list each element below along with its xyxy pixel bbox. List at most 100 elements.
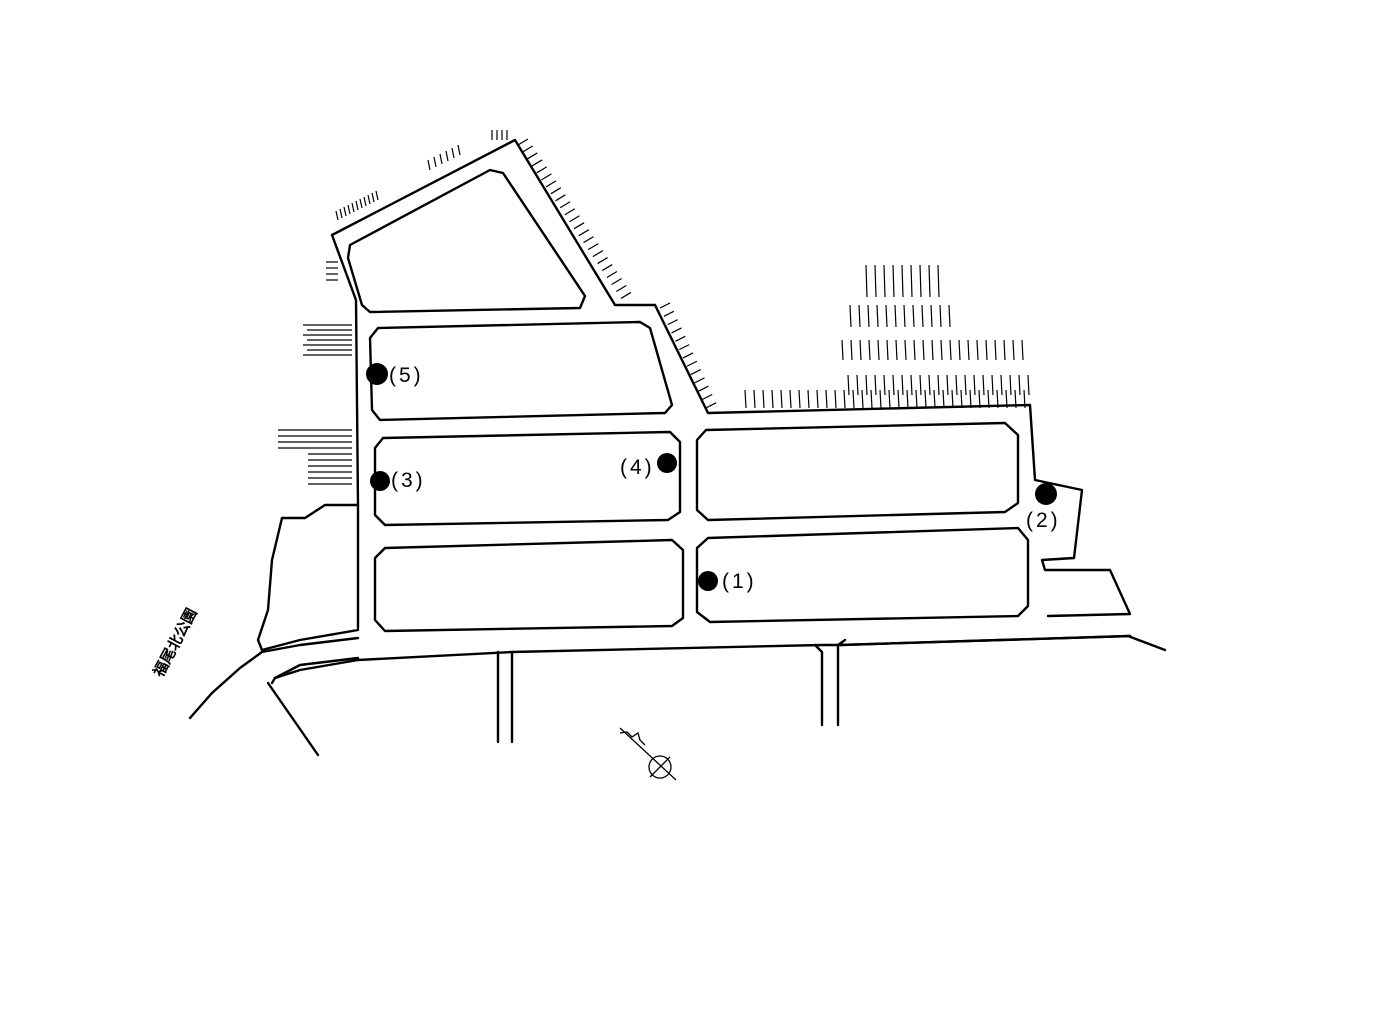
hatch-mark xyxy=(874,374,877,396)
hatch-mark xyxy=(671,327,682,334)
hatch-mark xyxy=(937,374,940,396)
branch-road-middle xyxy=(496,650,514,744)
hatch-mark xyxy=(1021,339,1024,361)
embankment-hatching xyxy=(278,130,1030,485)
marker-dot-1 xyxy=(698,571,718,591)
hatch-mark xyxy=(960,389,963,409)
hatch-mark xyxy=(531,159,543,167)
outer-boundary xyxy=(330,138,1132,618)
marker-dot-2 xyxy=(1035,483,1057,505)
hatch-mark xyxy=(564,208,576,216)
hatch-mark xyxy=(744,389,747,409)
hatch-mark xyxy=(915,389,918,409)
marker-label-3: (3) xyxy=(391,469,426,492)
hatch-mark xyxy=(865,374,868,396)
hatch-mark xyxy=(867,304,870,328)
north-arrow-icon xyxy=(619,727,677,781)
south-road-north-edge xyxy=(273,634,1132,680)
marker-3[interactable]: (3) xyxy=(370,469,426,492)
hatch-mark xyxy=(868,339,871,361)
hatch-mark xyxy=(583,236,594,244)
hatch-mark xyxy=(682,352,694,359)
hatch-mark xyxy=(922,339,925,361)
hatch-mark xyxy=(852,389,855,409)
hatch-mark xyxy=(996,389,999,409)
hatch-mark xyxy=(335,210,339,221)
park-label: 福尾北公園 xyxy=(149,605,201,681)
hatch-mark xyxy=(690,369,701,376)
hatch-mark xyxy=(527,152,538,160)
hatch-mark xyxy=(559,201,571,209)
hatch-mark xyxy=(994,339,997,361)
hatch-mark xyxy=(877,339,880,361)
hatch-mark xyxy=(901,264,904,298)
hatch-mark xyxy=(606,271,618,279)
hatch-mark xyxy=(807,389,810,409)
marker-5[interactable]: (5) xyxy=(366,363,424,387)
marker-4[interactable]: (4) xyxy=(620,453,677,479)
hatch-mark xyxy=(1000,374,1003,396)
hatch-mark xyxy=(903,304,906,328)
hatch-mark xyxy=(1003,339,1006,361)
hatch-mark xyxy=(849,304,852,328)
marker-label-5: (5) xyxy=(389,364,424,387)
road-south-edge xyxy=(273,656,360,680)
hatch-mark xyxy=(912,304,915,328)
hatch-mark xyxy=(951,389,954,409)
block-e xyxy=(695,526,1030,624)
hatch-mark xyxy=(955,374,958,396)
hatch-mark xyxy=(578,229,590,237)
hatch-mark xyxy=(895,339,898,361)
hatch-mark xyxy=(841,339,844,361)
hatch-mark xyxy=(355,200,359,211)
hatch-mark xyxy=(367,194,371,205)
hatch-mark xyxy=(883,374,886,396)
main-road-lower-edge xyxy=(838,634,1132,647)
hatch-mark xyxy=(888,389,891,409)
hatch-mark xyxy=(858,304,861,328)
block-d xyxy=(695,421,1020,522)
hatch-mark xyxy=(615,284,627,292)
hatch-mark xyxy=(982,374,985,396)
hatch-mark xyxy=(949,339,952,361)
hatch-mark xyxy=(457,144,461,156)
hatch-mark xyxy=(913,339,916,361)
hatch-mark xyxy=(910,264,913,298)
hatch-mark xyxy=(906,389,909,409)
hatch-mark xyxy=(967,339,970,361)
hatch-mark xyxy=(825,389,828,409)
hatch-mark xyxy=(427,159,431,171)
marker-2[interactable]: (2) xyxy=(1026,483,1061,532)
hatch-mark xyxy=(375,190,379,201)
hatch-mark xyxy=(659,302,671,309)
hatch-mark xyxy=(874,264,877,298)
hatch-mark xyxy=(856,374,859,396)
hatch-mark xyxy=(948,304,951,328)
hatch-mark xyxy=(1023,389,1026,409)
marker-dot-3 xyxy=(370,471,390,491)
hatch-mark xyxy=(1005,389,1008,409)
hatch-mark xyxy=(883,264,886,298)
hatch-mark xyxy=(780,389,783,409)
hatch-mark xyxy=(901,374,904,396)
branch-road-east xyxy=(813,638,847,727)
hatch-mark xyxy=(933,389,936,409)
hatch-mark xyxy=(865,264,868,298)
hatch-mark xyxy=(601,264,613,272)
block-c xyxy=(373,538,685,633)
hatch-mark xyxy=(611,277,622,286)
block-north-triangle xyxy=(346,168,587,314)
hatch-mark xyxy=(919,264,922,298)
hatch-mark xyxy=(859,339,862,361)
marker-1[interactable]: (1) xyxy=(698,570,757,593)
hatch-mark xyxy=(847,374,850,396)
hatch-mark xyxy=(930,304,933,328)
hatch-mark xyxy=(940,339,943,361)
marker-label-2: (2) xyxy=(1026,509,1061,532)
hatch-mark xyxy=(569,215,580,223)
hatch-mark xyxy=(897,389,900,409)
hatch-mark xyxy=(879,389,882,409)
hatch-mark xyxy=(555,194,566,202)
hatch-mark xyxy=(517,138,529,146)
hatch-mark xyxy=(620,291,632,299)
